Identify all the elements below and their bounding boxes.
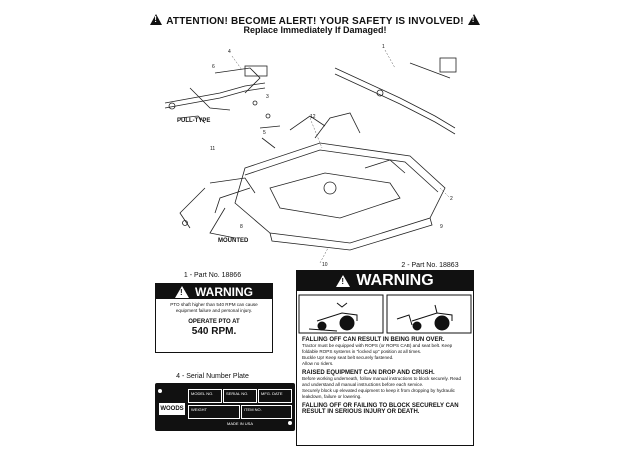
- decal2-b1a: Tractor must be equipped with ROPS (or R…: [302, 343, 453, 354]
- label-mounted: MOUNTED: [218, 238, 249, 244]
- header-replace: Replace Immediately If Damaged!: [243, 25, 387, 35]
- plate-rivet-icon: [288, 421, 292, 425]
- warning-triangle-icon: [336, 275, 351, 287]
- decal1-text2: OPERATE PTO AT: [188, 319, 240, 325]
- callout-3: 3: [266, 94, 269, 100]
- plate-field-date: MFG. DATE: [258, 389, 292, 403]
- decal2-warning-bar: WARNING: [297, 271, 473, 291]
- warning-triangle-icon: [467, 14, 480, 25]
- callout-12: 12: [310, 114, 316, 120]
- decal1-text3: 540 RPM.: [191, 326, 237, 337]
- decal2-h1: FALLING OFF CAN RESULT IN BEING RUN OVER…: [302, 337, 445, 343]
- decal1: WARNING PTO shaft higher than 540 RPM ca…: [155, 283, 273, 353]
- callout-11: 11: [210, 146, 215, 152]
- callout-9: 9: [440, 224, 443, 230]
- serial-plate: WOODS MODEL NO. SERIAL NO. MFG. DATE WEI…: [155, 383, 295, 431]
- plate-part-label: 4 - Serial Number Plate: [176, 373, 249, 380]
- warning-triangle-icon: [150, 14, 163, 25]
- decal1-warning-bar: WARNING: [156, 284, 272, 299]
- warning-triangle-icon: [175, 285, 189, 298]
- callout-5: 5: [263, 130, 266, 136]
- decal2-h2: RAISED EQUIPMENT CAN DROP AND CRUSH.: [302, 370, 435, 376]
- callout-6: 6: [212, 64, 215, 70]
- plate-field-serial: SERIAL NO.: [223, 389, 257, 403]
- woods-logo: WOODS: [159, 403, 185, 415]
- tractor-pictograms: [298, 294, 472, 334]
- callout-8: 8: [240, 224, 243, 230]
- decal2: WARNING FALLING OFF CAN RESULT IN BEING …: [296, 270, 474, 446]
- plate-field-weight: WEIGHT: [188, 405, 240, 419]
- decal2-b2a: Before working underneath, follow manual…: [302, 376, 461, 387]
- plate-rivet-icon: [158, 389, 162, 393]
- label-pull-type: PULL-TYPE: [177, 118, 211, 124]
- decal2-b1b: Buckle Up! Keep seat belt securely faste…: [302, 355, 394, 360]
- decal2-warning-text: WARNING: [356, 272, 434, 289]
- decal1-text1: PTO shaft higher than 540 RPM can cause …: [170, 302, 258, 313]
- plate-field-model: MODEL NO.: [188, 389, 222, 403]
- header-line1: ATTENTION! BECOME ALERT! YOUR SAFETY IS …: [166, 16, 464, 27]
- decal1-warning-text: WARNING: [195, 284, 253, 299]
- plate-field-item: ITEM NO.: [241, 405, 292, 419]
- decal2-part-label: 2 - Part No. 18863: [401, 262, 459, 269]
- callout-4: 4: [228, 49, 231, 55]
- callout-10: 10: [322, 262, 328, 268]
- decal1-part-label: 1 - Part No. 18866: [183, 272, 242, 279]
- header-attention: ATTENTION! BECOME ALERT! YOUR SAFETY IS …: [0, 14, 630, 27]
- mower-diagram: 4 1 2 3 5 6 11 12 8 9 10: [164, 44, 457, 268]
- callout-2: 2: [450, 196, 453, 202]
- decal2-b2b: Securely block up elevated equipment to …: [302, 388, 455, 399]
- plate-made-in: MADE IN USA: [226, 421, 253, 426]
- decal2-b1c: Allow no riders.: [302, 361, 334, 366]
- decal2-h3: FALLING OFF OR FAILING TO BLOCK SECURELY…: [302, 403, 459, 415]
- callout-1: 1: [382, 44, 385, 50]
